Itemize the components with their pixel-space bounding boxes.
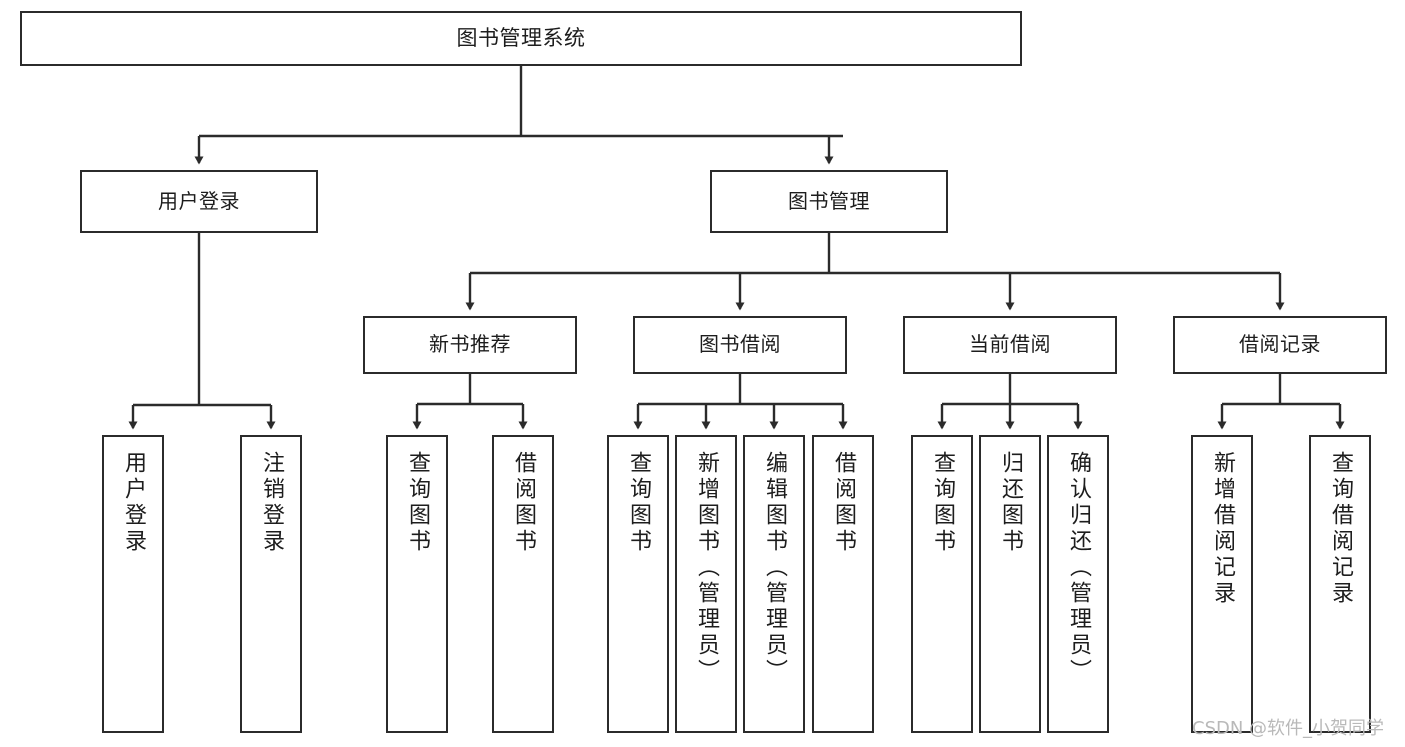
- leaf-query-book-borrow[interactable]: 查询图书: [607, 435, 669, 733]
- leaf-user-login[interactable]: 用户登录: [102, 435, 164, 733]
- node-label: 新增图书（管理员）: [694, 451, 719, 685]
- leaf-confirm-return-admin[interactable]: 确认归还（管理员）: [1047, 435, 1109, 733]
- node-new-book-recommend[interactable]: 新书推荐: [363, 316, 577, 374]
- leaf-query-borrow-record[interactable]: 查询借阅记录: [1309, 435, 1371, 733]
- node-label: 查询图书: [626, 451, 651, 555]
- node-label: 借阅图书: [511, 451, 536, 555]
- node-label: 查询借阅记录: [1328, 451, 1353, 607]
- node-book-borrow[interactable]: 图书借阅: [633, 316, 847, 374]
- node-label: 查询图书: [930, 451, 955, 555]
- leaf-borrow-book[interactable]: 借阅图书: [812, 435, 874, 733]
- leaf-borrow-book-recommend[interactable]: 借阅图书: [492, 435, 554, 733]
- node-label: 确认归还（管理员）: [1066, 451, 1091, 685]
- node-label: 编辑图书（管理员）: [762, 451, 787, 685]
- node-label: 注销登录: [259, 451, 284, 555]
- node-book-management-system[interactable]: 图书管理系统: [20, 11, 1022, 66]
- node-label: 用户登录: [121, 451, 146, 555]
- node-label: 借阅记录: [1239, 332, 1321, 357]
- node-label: 新增借阅记录: [1210, 451, 1235, 607]
- leaf-query-book-current[interactable]: 查询图书: [911, 435, 973, 733]
- leaf-query-book-recommend[interactable]: 查询图书: [386, 435, 448, 733]
- node-book-management[interactable]: 图书管理: [710, 170, 948, 233]
- leaf-add-borrow-record[interactable]: 新增借阅记录: [1191, 435, 1253, 733]
- node-current-borrow[interactable]: 当前借阅: [903, 316, 1117, 374]
- node-borrow-record[interactable]: 借阅记录: [1173, 316, 1387, 374]
- leaf-logout[interactable]: 注销登录: [240, 435, 302, 733]
- node-user-login[interactable]: 用户登录: [80, 170, 318, 233]
- node-label: 新书推荐: [429, 332, 511, 357]
- node-label: 归还图书: [998, 451, 1023, 555]
- node-label: 图书管理: [788, 188, 870, 213]
- node-label: 图书借阅: [699, 332, 781, 357]
- leaf-edit-book-admin[interactable]: 编辑图书（管理员）: [743, 435, 805, 733]
- node-label: 当前借阅: [969, 332, 1051, 357]
- node-label: 查询图书: [405, 451, 430, 555]
- leaf-add-book-admin[interactable]: 新增图书（管理员）: [675, 435, 737, 733]
- node-label: 借阅图书: [831, 451, 856, 555]
- node-label: 图书管理系统: [456, 26, 586, 51]
- node-label: 用户登录: [158, 188, 240, 213]
- leaf-return-book[interactable]: 归还图书: [979, 435, 1041, 733]
